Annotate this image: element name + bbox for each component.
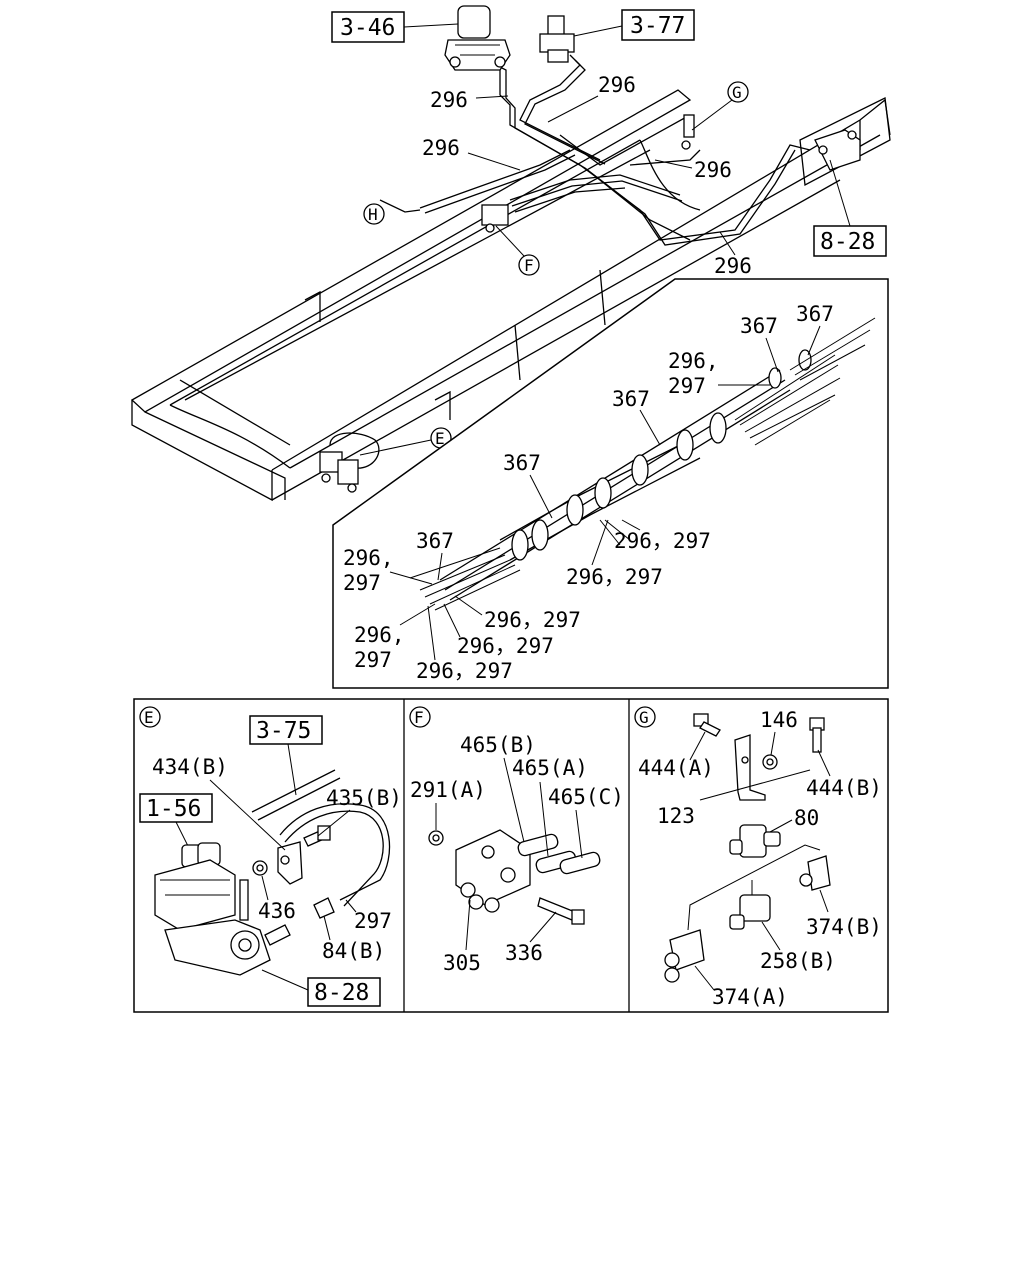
bracket-434b bbox=[277, 841, 303, 885]
ref-3-46[interactable]: 3-46 bbox=[331, 11, 405, 43]
ref-3-75[interactable]: 3-75 bbox=[249, 715, 323, 745]
label-465c: 465(C) bbox=[548, 785, 624, 809]
bolt-444a bbox=[693, 713, 721, 737]
air-pipes bbox=[329, 54, 811, 469]
label-84b: 84(B) bbox=[322, 939, 385, 963]
fitting-84b bbox=[313, 897, 335, 919]
label-296-c: 296 bbox=[422, 136, 460, 160]
label-146: 146 bbox=[760, 708, 798, 732]
sleeve-group bbox=[511, 349, 812, 561]
ref-8-28-e-label: 8-28 bbox=[314, 980, 369, 1006]
junction-block-f bbox=[481, 204, 509, 233]
harness-label-367-e: 367 bbox=[416, 529, 454, 553]
label-123: 123 bbox=[657, 804, 695, 828]
label-296-d: 296 bbox=[694, 158, 732, 182]
detail-panel-f: F 465(B) 465(A) 291(A) 465(C) 305 336 bbox=[409, 706, 624, 975]
label-435b: 435(B) bbox=[326, 786, 402, 810]
ref-8-28-e[interactable]: 8-28 bbox=[307, 977, 381, 1007]
ref-1-56[interactable]: 1-56 bbox=[139, 793, 213, 823]
label-465a: 465(A) bbox=[512, 756, 588, 780]
harness-label-297-a: 297 bbox=[668, 374, 706, 398]
junction-block bbox=[455, 829, 531, 913]
harness-label-296-297-a: 296，297 bbox=[614, 529, 711, 553]
label-465b: 465(B) bbox=[460, 733, 536, 757]
ref-3-77-label: 3-77 bbox=[630, 13, 685, 39]
bolt-444b bbox=[809, 717, 825, 753]
label-434b: 434(B) bbox=[152, 755, 228, 779]
label-80: 80 bbox=[794, 806, 819, 830]
harness-label-367-a: 367 bbox=[740, 314, 778, 338]
marker-g[interactable]: G bbox=[727, 81, 749, 103]
label-436: 436 bbox=[258, 899, 296, 923]
valve-assembly-e bbox=[319, 451, 359, 493]
harness-label-367-c: 367 bbox=[612, 387, 650, 411]
tee-fitting-80 bbox=[729, 824, 781, 858]
label-336: 336 bbox=[505, 941, 543, 965]
ref-1-56-label: 1-56 bbox=[146, 796, 201, 822]
marker-h[interactable]: H bbox=[363, 203, 385, 225]
harness-label-297-c: 297 bbox=[354, 648, 392, 672]
ref-3-77[interactable]: 3-77 bbox=[621, 9, 695, 41]
ref-3-75-label: 3-75 bbox=[256, 718, 311, 744]
harness-label-297-b: 297 bbox=[343, 571, 381, 595]
label-374a: 374(A) bbox=[712, 985, 788, 1009]
relay-valve-body bbox=[154, 842, 291, 976]
ref-3-46-label: 3-46 bbox=[340, 15, 395, 41]
label-374b: 374(B) bbox=[806, 915, 882, 939]
fittings-465 bbox=[517, 833, 601, 875]
label-296-b: 296 bbox=[598, 73, 636, 97]
tee-junction-g bbox=[681, 114, 695, 150]
harness-detail-panel: 367 367 296, 297 367 367 296，297 296，297… bbox=[332, 278, 889, 689]
harness-label-367-d: 367 bbox=[503, 451, 541, 475]
elbow-374b bbox=[799, 855, 831, 891]
marker-f[interactable]: F bbox=[518, 254, 540, 276]
detail-panel-e: E 3-75 1-56 8-28 bbox=[139, 706, 402, 1007]
harness-label-296-297-e: 296，297 bbox=[416, 659, 513, 683]
marker-g-label: G bbox=[732, 83, 742, 102]
marker-f-label: F bbox=[524, 256, 534, 275]
elbow-374a bbox=[664, 929, 705, 983]
detail-panel-g: G 146 bbox=[634, 706, 882, 1009]
air-dryer-component bbox=[444, 5, 511, 71]
label-444b: 444(B) bbox=[806, 776, 882, 800]
label-296-e: 296 bbox=[714, 254, 752, 278]
tee-258b bbox=[729, 894, 771, 930]
panel-g-title: G bbox=[639, 708, 649, 727]
ref-8-28-top[interactable]: 8-28 bbox=[813, 225, 887, 257]
label-291a: 291(A) bbox=[410, 778, 486, 802]
harness-label-296-297-b: 296，297 bbox=[566, 565, 663, 589]
label-296-a: 296 bbox=[430, 88, 468, 112]
panel-f-title: F bbox=[414, 708, 424, 727]
label-258b: 258(B) bbox=[760, 949, 836, 973]
marker-e-label: E bbox=[435, 429, 445, 448]
valve-component bbox=[539, 15, 575, 63]
ref-8-28-top-label: 8-28 bbox=[820, 229, 875, 255]
harness-label-296-comma-a: 296, bbox=[668, 349, 719, 373]
harness-label-296-297-c: 296，297 bbox=[484, 608, 581, 632]
bracket-component bbox=[814, 129, 861, 171]
chassis-frame bbox=[130, 89, 891, 502]
harness-label-296-297-d: 296，297 bbox=[457, 634, 554, 658]
label-444a: 444(A) bbox=[638, 756, 714, 780]
panel-e-title: E bbox=[144, 708, 154, 727]
harness-label-296-comma-c: 296, bbox=[354, 623, 405, 647]
harness-label-367-b: 367 bbox=[796, 302, 834, 326]
bracket-123 bbox=[734, 734, 766, 801]
label-305: 305 bbox=[443, 951, 481, 975]
marker-h-label: H bbox=[368, 205, 378, 224]
harness-label-296-comma-b: 296, bbox=[343, 546, 394, 570]
label-297-e: 297 bbox=[354, 909, 392, 933]
